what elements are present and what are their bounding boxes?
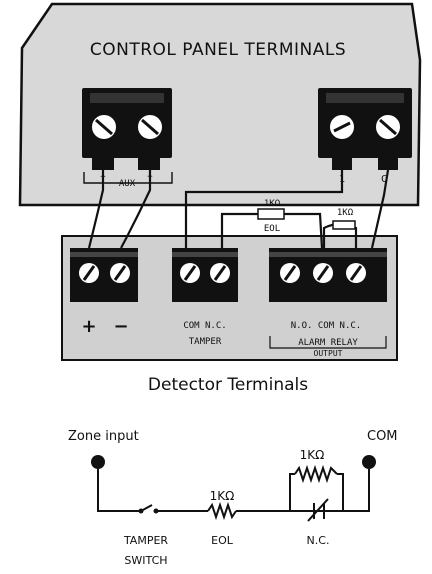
alarm-relay-bracket — [269, 336, 387, 349]
alarm-terminals-label: N.O. COM N.C. — [291, 321, 361, 331]
schematic-nc-label: N.C. — [307, 534, 330, 547]
com-terminal-label: C — [381, 174, 387, 185]
detector-tamper-block — [172, 248, 238, 302]
tamper-terminals-label: COM N.C. — [183, 321, 226, 331]
schematic-nc-resistor-value: 1KΩ — [300, 448, 325, 462]
schematic-eol-resistor-value: 1KΩ — [210, 489, 235, 503]
wire-aux-minus — [120, 170, 152, 249]
eol-resistor-value: 1KΩ — [264, 199, 281, 209]
com-node — [362, 455, 376, 469]
wire-com — [370, 169, 390, 249]
wire-zone — [184, 170, 344, 248]
aux-label: AUX — [119, 179, 136, 189]
detector-plus-label: + — [81, 316, 96, 337]
eol-resistor: 1KΩ EOL — [257, 199, 285, 234]
schematic-eol-label: EOL — [211, 534, 234, 547]
detector-minus-label: − — [113, 316, 128, 337]
relay-resistor: 1KΩ — [332, 208, 356, 230]
detector-alarm-block — [269, 248, 387, 302]
aux-terminal-block: + AUX − — [82, 88, 173, 189]
control-panel-title: CONTROL PANEL TERMINALS — [90, 40, 346, 60]
schematic-eol-resistor — [207, 501, 237, 521]
schematic-switch-label: SWITCH — [124, 554, 167, 567]
wire-aux-plus — [87, 170, 105, 249]
output-label: OUTPUT — [314, 349, 343, 358]
schematic: Zone input COM 1KΩ 1KΩ TAMPER SWITCH EOL… — [68, 429, 398, 567]
schematic-wire-left — [97, 469, 141, 512]
detector-box: + − COM N.C. TAMPER N.O. COM N.C. ALARM … — [61, 235, 398, 361]
schematic-zone-input-label: Zone input — [68, 429, 139, 444]
detector-title: Detector Terminals — [148, 375, 308, 395]
eol-resistor-label: EOL — [264, 224, 280, 234]
nc-contact-symbol — [307, 498, 329, 522]
detector-power-block — [70, 248, 138, 302]
tamper-switch-symbol — [140, 504, 208, 512]
alarm-relay-label: ALARM RELAY — [298, 338, 358, 348]
control-panel: CONTROL PANEL TERMINALS + AUX − — [18, 2, 422, 207]
zone-terminal-block: 1 C — [318, 88, 412, 185]
schematic-nc-resistor — [294, 464, 338, 484]
aux-bracket — [83, 172, 173, 184]
zone-input-node — [91, 455, 105, 469]
tamper-label: TAMPER — [189, 337, 222, 347]
relay-resistor-value: 1KΩ — [337, 208, 354, 218]
nc-parallel-branch — [289, 473, 344, 512]
schematic-wire-right — [343, 469, 370, 512]
schematic-com-label: COM — [367, 429, 398, 444]
schematic-tamper-label: TAMPER — [123, 534, 168, 547]
